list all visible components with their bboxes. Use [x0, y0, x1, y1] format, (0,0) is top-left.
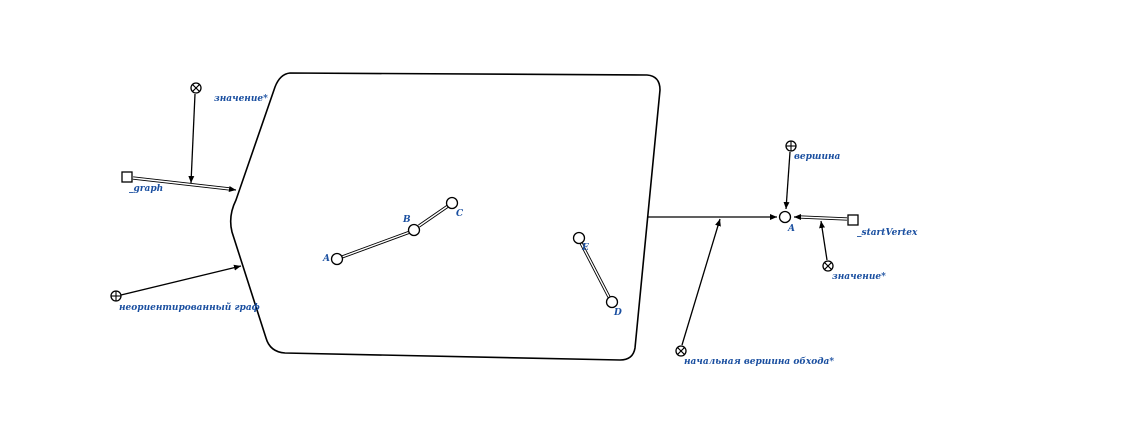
vertex-d-label: D [613, 308, 622, 318]
structure-contour[interactable] [229, 72, 661, 361]
undirected-graph-arrow[interactable] [120, 264, 242, 296]
start-vertex-label: _startVertex [857, 228, 918, 238]
inner-edge-e-d[interactable] [579, 242, 611, 298]
vertex-b[interactable] [407, 223, 421, 237]
undirected-graph-node[interactable] [110, 290, 122, 302]
target-vertex-a[interactable] [778, 210, 792, 224]
value-label-right: значение* [832, 272, 886, 282]
inner-edge-b-c[interactable] [418, 204, 449, 228]
start-vertex-relation-label: начальная вершина обхода* [684, 356, 834, 367]
value-node-right[interactable] [822, 260, 834, 272]
vertex-e[interactable] [572, 231, 586, 245]
vertex-c[interactable] [445, 196, 459, 210]
vertex-class-arrow[interactable] [783, 151, 791, 210]
start-vertex-node[interactable] [847, 214, 859, 226]
inner-edge-a-b[interactable] [341, 230, 411, 259]
undirected-graph-label: неориентированный граф [119, 302, 260, 313]
vertex-c-label: C [456, 209, 464, 219]
value-arrow-top[interactable] [188, 93, 196, 184]
vertex-class-node[interactable] [785, 140, 797, 152]
vertex-a[interactable] [330, 252, 344, 266]
graph-arc-inner [132, 177, 231, 190]
start-vertex-relation-arrow[interactable] [681, 218, 721, 346]
vertex-b-label: B [402, 215, 411, 225]
vertex-class-label: вершина [794, 152, 841, 162]
value-node-top[interactable] [190, 82, 202, 94]
value-label-top: значение* [214, 94, 268, 104]
graph-label: _graph [129, 184, 163, 194]
start-vertex-arc-inner [799, 216, 848, 220]
vertex-d[interactable] [605, 295, 619, 309]
vertex-a-label: A [322, 254, 330, 264]
value-arrow-right[interactable] [819, 220, 828, 261]
graph-arc-head [228, 186, 237, 192]
graph-node[interactable] [121, 171, 133, 183]
vertex-e-label: E [581, 243, 589, 253]
target-vertex-a-label: A [787, 224, 795, 234]
start-vertex-relation-node[interactable] [675, 345, 687, 357]
